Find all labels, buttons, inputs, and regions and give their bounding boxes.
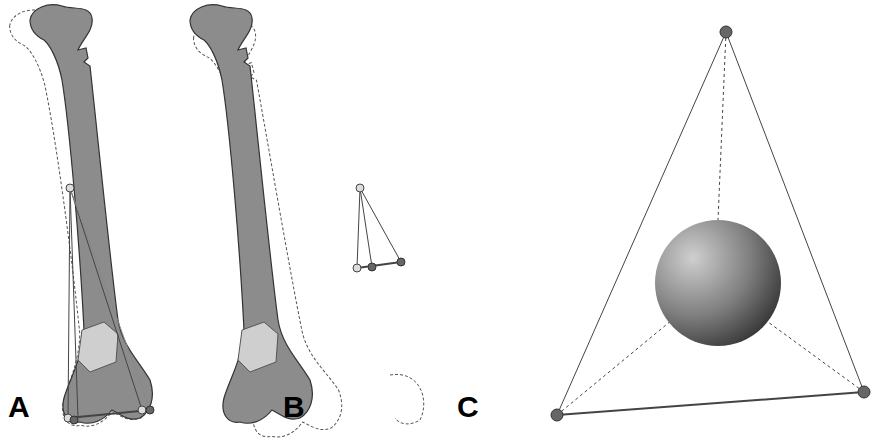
femur-a	[9, 5, 154, 429]
panel-label: C	[457, 392, 479, 422]
femur-b	[190, 5, 424, 441]
panel-label: A	[8, 392, 30, 422]
tetrahedron	[551, 26, 870, 421]
panel-label: B	[283, 392, 305, 422]
